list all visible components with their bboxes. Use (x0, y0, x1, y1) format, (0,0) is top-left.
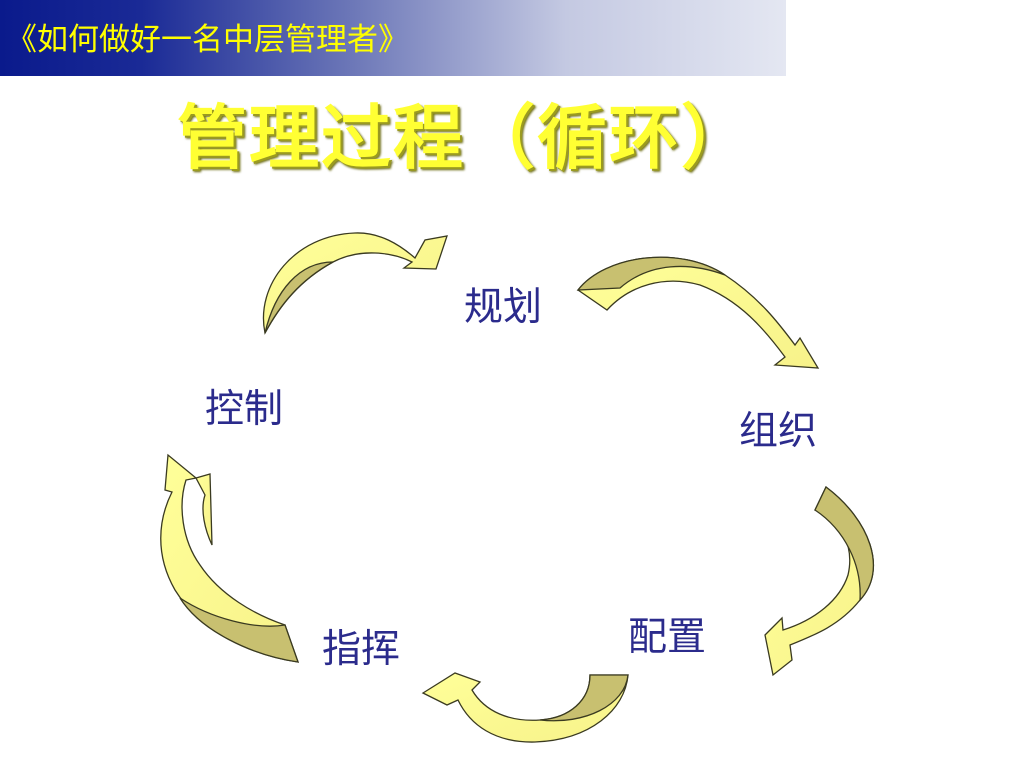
slide-title: 管理过程（循环） (177, 97, 753, 179)
step-direct: 指挥 (322, 627, 401, 672)
header-band: 《如何做好一名中层管理者》 (0, 0, 786, 76)
step-control: 控制 (205, 387, 284, 432)
step-organize: 组织 (739, 409, 818, 454)
arrow-direct-to-control-icon (160, 453, 299, 663)
step-plan: 规划 (464, 285, 543, 330)
step-configure: 配置 (628, 615, 707, 660)
arrow-organize-to-configure-icon (764, 486, 875, 677)
course-title: 《如何做好一名中层管理者》 (6, 22, 409, 58)
arrow-configure-to-direct-icon (421, 672, 629, 743)
arrow-control-to-plan-icon (262, 232, 448, 335)
arrow-plan-to-organize-icon (576, 256, 820, 369)
